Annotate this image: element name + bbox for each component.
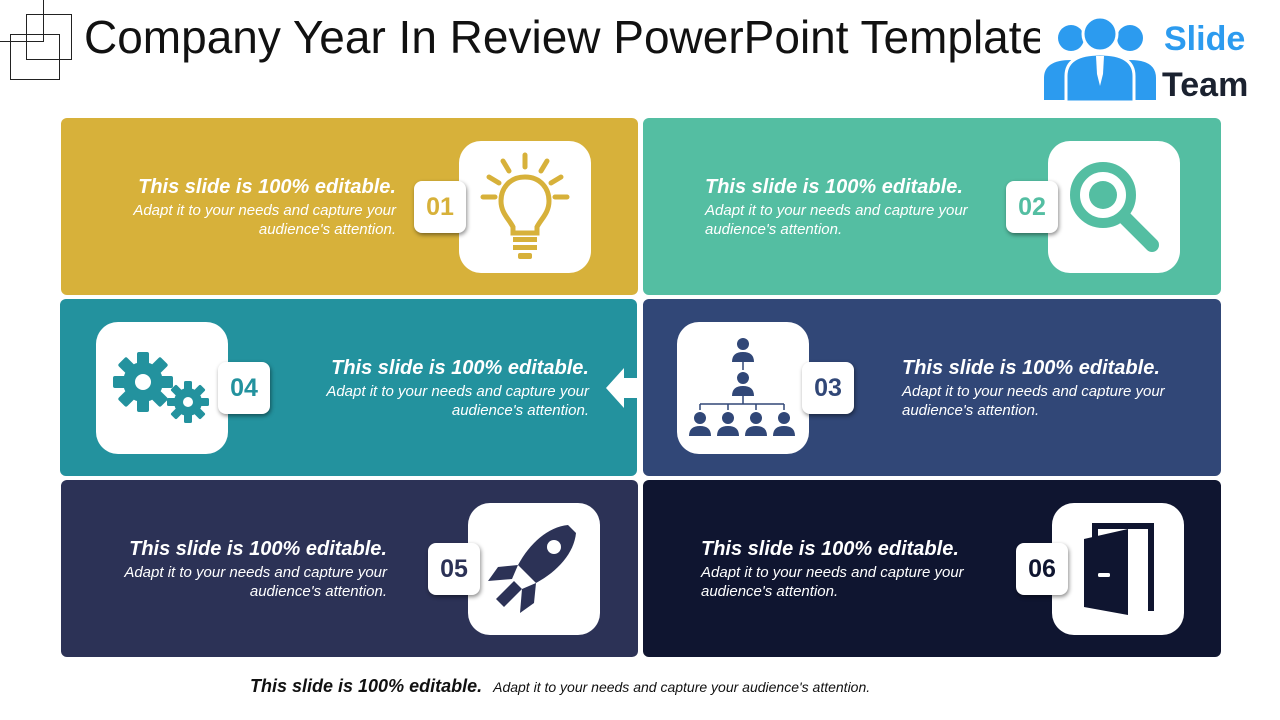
step-text-05: This slide is 100% editable. Adapt it to… (87, 538, 387, 601)
lightbulb-icon (480, 152, 570, 259)
step-number-06: 06 (1016, 543, 1068, 595)
step-number-04: 04 (218, 362, 270, 414)
step-number-03: 03 (802, 362, 854, 414)
step-body: Adapt it to your needs and capture your … (326, 383, 589, 419)
corner-square-1 (0, 0, 44, 42)
step-icon-box-05 (468, 503, 600, 635)
magnifier-icon (1070, 162, 1159, 252)
footer-heading: This slide is 100% editable. (250, 676, 483, 696)
step-icon-box-06 (1052, 503, 1184, 635)
logo-word-slide: Slide (1164, 20, 1246, 58)
step-body: Adapt it to your needs and capture your … (124, 564, 387, 600)
step-number-01: 01 (414, 181, 466, 233)
gears-icon (113, 352, 209, 423)
step-text-03: This slide is 100% editable. Adapt it to… (902, 357, 1202, 420)
footer-caption: This slide is 100% editable. Adapt it to… (250, 676, 870, 697)
rocket-icon (488, 525, 576, 613)
step-text-04: This slide is 100% editable. Adapt it to… (289, 357, 589, 420)
step-body: Adapt it to your needs and capture your … (701, 564, 964, 600)
step-body: Adapt it to your needs and capture your … (902, 383, 1165, 419)
footer-body: Adapt it to your needs and capture your … (493, 679, 871, 695)
slideteam-logo: Slide Team (1040, 14, 1275, 104)
step-icon-box-04 (96, 322, 228, 454)
step-heading: This slide is 100% editable. (902, 357, 1160, 379)
arrow-left-icon (606, 368, 642, 408)
step-text-06: This slide is 100% editable. Adapt it to… (701, 538, 1001, 601)
step-text-01: This slide is 100% editable. Adapt it to… (96, 176, 396, 239)
step-heading: This slide is 100% editable. (701, 538, 959, 560)
step-body: Adapt it to your needs and capture your … (133, 202, 396, 238)
step-heading: This slide is 100% editable. (705, 176, 963, 198)
step-icon-box-03 (677, 322, 809, 454)
step-number-05: 05 (428, 543, 480, 595)
step-icon-box-02 (1048, 141, 1180, 273)
slide-title: Company Year In Review PowerPoint Templa… (84, 11, 1048, 63)
step-number-02: 02 (1006, 181, 1058, 233)
team-people-icon (1044, 15, 1156, 104)
logo-word-team: Team (1162, 66, 1249, 104)
step-body: Adapt it to your needs and capture your … (705, 202, 968, 238)
step-text-02: This slide is 100% editable. Adapt it to… (705, 176, 1005, 239)
org-chart-icon (689, 338, 795, 436)
step-heading: This slide is 100% editable. (331, 357, 589, 379)
door-icon (1084, 523, 1154, 615)
step-heading: This slide is 100% editable. (138, 176, 396, 198)
corner-square-2 (26, 14, 72, 60)
corner-square-3 (10, 34, 60, 80)
step-heading: This slide is 100% editable. (129, 538, 387, 560)
step-icon-box-01 (459, 141, 591, 273)
